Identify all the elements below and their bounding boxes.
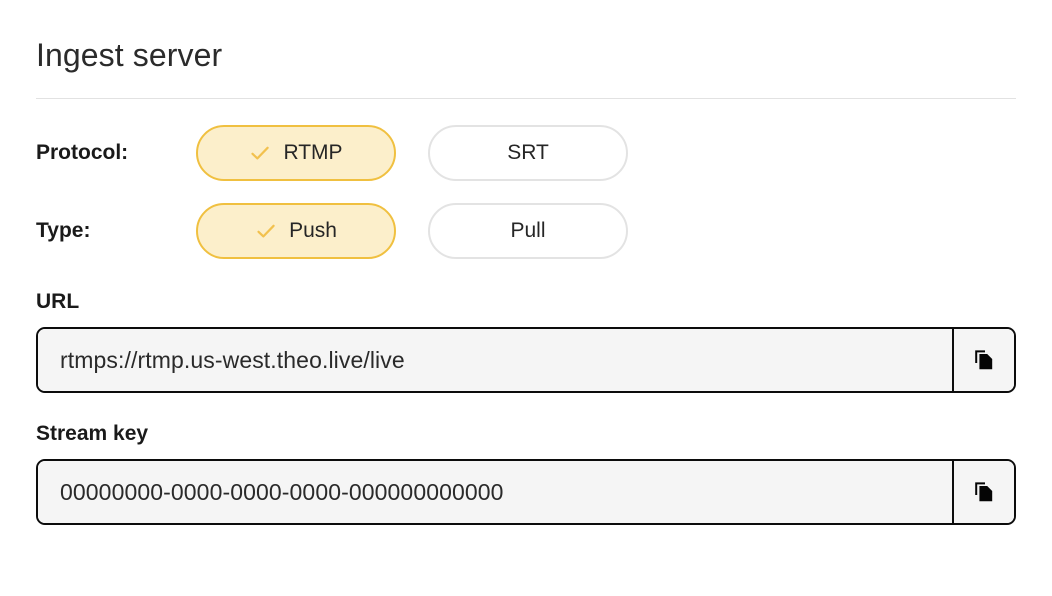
copy-url-button[interactable] [952,329,1014,391]
stream-key-input[interactable]: 00000000-0000-0000-0000-000000000000 [38,461,952,523]
check-icon [255,220,277,242]
protocol-row: Protocol: RTMP SRT [36,125,1016,181]
stream-key-label: Stream key [36,422,149,445]
url-input[interactable]: rtmps://rtmp.us-west.theo.live/live [38,329,952,391]
protocol-option-srt-label: SRT [507,141,549,164]
copy-stream-key-button[interactable] [952,461,1014,523]
type-option-push-label: Push [289,219,337,242]
page-title: Ingest server [36,37,223,73]
check-icon [249,142,271,164]
type-choice-group: Push Pull [196,203,628,259]
type-option-push[interactable]: Push [196,203,396,259]
title-divider [36,98,1016,99]
protocol-choice-group: RTMP SRT [196,125,628,181]
protocol-option-rtmp[interactable]: RTMP [196,125,396,181]
protocol-option-rtmp-label: RTMP [283,141,343,164]
protocol-option-srt[interactable]: SRT [428,125,628,181]
copy-icon [973,481,995,503]
url-field-block: URL rtmps://rtmp.us-west.theo.live/live [36,289,1016,393]
url-field-control: rtmps://rtmp.us-west.theo.live/live [36,327,1016,393]
type-option-pull-label: Pull [510,219,546,242]
type-option-pull[interactable]: Pull [428,203,628,259]
url-label: URL [36,290,80,313]
copy-icon [973,349,995,371]
type-row: Type: Push Pull [36,203,1016,259]
protocol-label: Protocol: [36,141,129,164]
stream-key-field-block: Stream key 00000000-0000-0000-0000-00000… [36,421,1016,525]
stream-key-field-control: 00000000-0000-0000-0000-000000000000 [36,459,1016,525]
type-label: Type: [36,219,91,242]
